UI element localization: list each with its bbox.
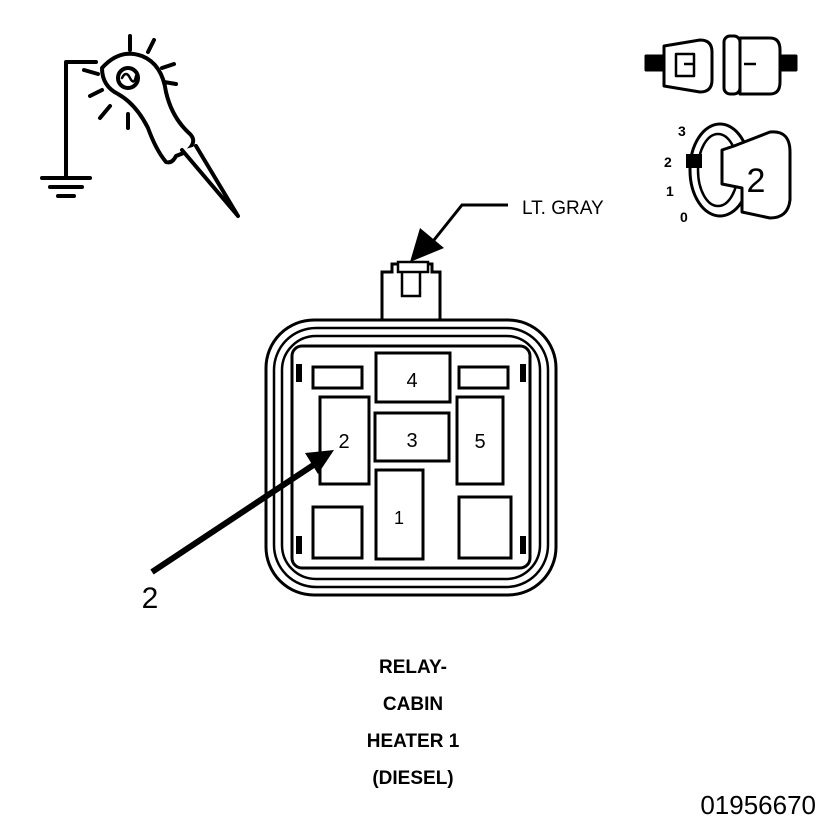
wire-color-label: LT. GRAY — [522, 198, 604, 219]
pin-5: 5 — [455, 395, 505, 486]
pin-1-label: 1 — [394, 508, 404, 528]
callout-number: 2 — [142, 582, 159, 615]
pin-2-label: 2 — [338, 431, 349, 453]
caption-line-4: (DIESEL) — [372, 768, 453, 789]
key-position-label-0: 0 — [680, 209, 688, 225]
pin-3-label: 3 — [406, 430, 417, 452]
key-position-label-3: 3 — [678, 123, 686, 139]
test-light-probe-icon — [40, 34, 240, 218]
pin-1: 1 — [374, 468, 425, 561]
key-position-label-2: 2 — [664, 154, 672, 170]
wire-color-callout: LT. GRAY — [410, 198, 604, 262]
key-setting-number: 2 — [747, 162, 766, 200]
ignition-key-icon: 3 2 1 0 2 — [664, 122, 792, 225]
connector-pair-icon — [644, 34, 798, 96]
pin-callout-arrow: 2 — [142, 450, 334, 615]
connector-caption: RELAY- CABIN HEATER 1 (DIESEL) — [367, 657, 460, 789]
pin-4: 4 — [374, 351, 452, 404]
caption-line-3: HEATER 1 — [367, 731, 460, 752]
caption-line-1: RELAY- — [379, 657, 447, 678]
figure-id: 01956670 — [700, 790, 816, 820]
pin-4-label: 4 — [406, 370, 417, 392]
pin-5-label: 5 — [474, 431, 485, 453]
key-position-label-1: 1 — [666, 183, 674, 199]
pin-2: 2 — [318, 395, 371, 486]
caption-line-2: CABIN — [383, 694, 443, 715]
pin-3: 3 — [373, 411, 451, 463]
